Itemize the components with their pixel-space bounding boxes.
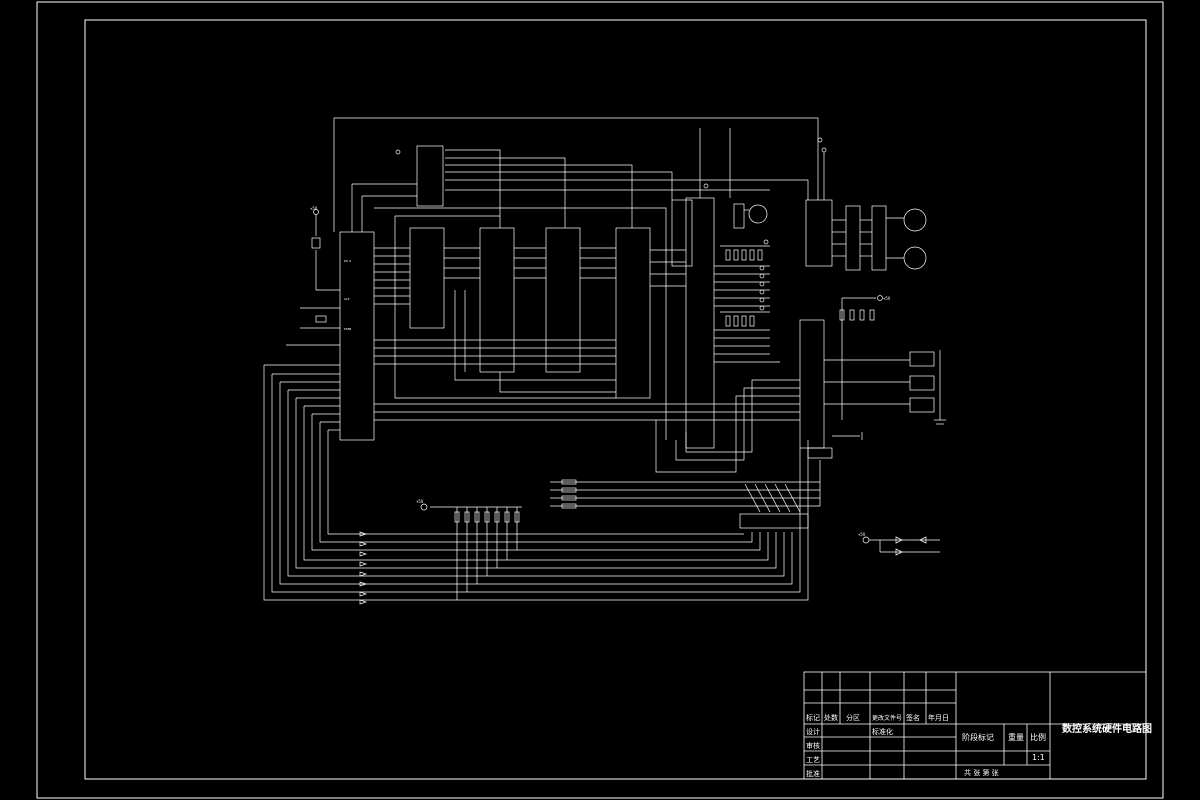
address-bus xyxy=(444,247,616,393)
inner-frame xyxy=(84,19,1147,780)
tb-zone: 分区 xyxy=(846,713,860,722)
switch-array xyxy=(759,239,769,311)
tb-count: 处数 xyxy=(824,713,838,722)
driver-chip xyxy=(805,199,833,267)
controller-chip xyxy=(799,319,825,449)
vcc-label-br: +5V xyxy=(858,532,866,537)
resistor-bank-top xyxy=(714,245,770,307)
x-axis-motor xyxy=(903,208,927,232)
cpu-chip xyxy=(339,231,375,441)
latch-chip xyxy=(416,145,444,207)
tb-craft: 工艺 xyxy=(806,756,820,764)
optocoupler-inputs xyxy=(359,531,368,605)
outer-frame xyxy=(36,1,1164,799)
cpu-data-bus xyxy=(374,247,800,421)
vcc-label-left: +5V xyxy=(310,206,318,211)
keyboard-matrix xyxy=(550,460,821,529)
resistor-bank-mid xyxy=(714,311,780,363)
tb-checker: 审核 xyxy=(806,741,820,750)
svg-text:P0.0: P0.0 xyxy=(344,259,351,263)
vcc-label-right: +5V xyxy=(883,296,891,301)
tb-scale-value: 1:1 xyxy=(1032,753,1045,762)
tb-stage: 阶段标记 xyxy=(962,732,994,742)
tb-date: 年月日 xyxy=(928,713,949,722)
svg-text:PSEN: PSEN xyxy=(344,327,351,331)
pin-labels: P0.0 ALE PSEN xyxy=(344,259,351,331)
cpu-left-inputs xyxy=(263,344,809,601)
pullup-resistors xyxy=(420,503,522,600)
drawing-title: 数控系统硬件电路图 xyxy=(1062,722,1152,735)
tb-standard: 标准化 xyxy=(872,727,893,736)
eprom-chip xyxy=(409,227,445,329)
ram-chip-2 xyxy=(545,227,581,373)
voltage-labels: +5V +5V +5V +5V xyxy=(310,206,891,537)
tb-mark: 标记 xyxy=(806,713,820,722)
cpu-power-reset xyxy=(300,209,340,329)
tb-sign: 签名 xyxy=(906,713,920,722)
decoder-chip xyxy=(671,199,693,267)
io-chip xyxy=(615,227,651,399)
circuit-diagram xyxy=(263,117,946,605)
tb-designer: 设计 xyxy=(806,727,820,736)
tb-change-doc: 更改文件号 xyxy=(872,714,902,722)
ram-chip-1 xyxy=(479,227,515,373)
motor-driver-right xyxy=(832,205,927,271)
tb-approve: 批准 xyxy=(806,769,820,778)
relay-section xyxy=(824,295,946,425)
stepper-motor-driver xyxy=(733,203,768,229)
svg-text:ALE: ALE xyxy=(344,297,350,301)
tb-sheet: 共 张 第 张 xyxy=(964,768,999,777)
tb-weight: 重量 xyxy=(1008,732,1024,742)
z-axis-motor xyxy=(903,246,927,270)
title-block xyxy=(803,671,1147,780)
indicator-leds xyxy=(862,536,940,556)
top-bus xyxy=(334,117,819,200)
title-block-text: 标记 处数 分区 更改文件号 签名 年月日 设计 标准化 审核 工艺 批准 阶段… xyxy=(806,713,1152,778)
vcc-label-bottom: +5V xyxy=(416,499,424,504)
tb-scale-label: 比例 xyxy=(1030,732,1046,742)
interface-chip xyxy=(685,197,715,449)
